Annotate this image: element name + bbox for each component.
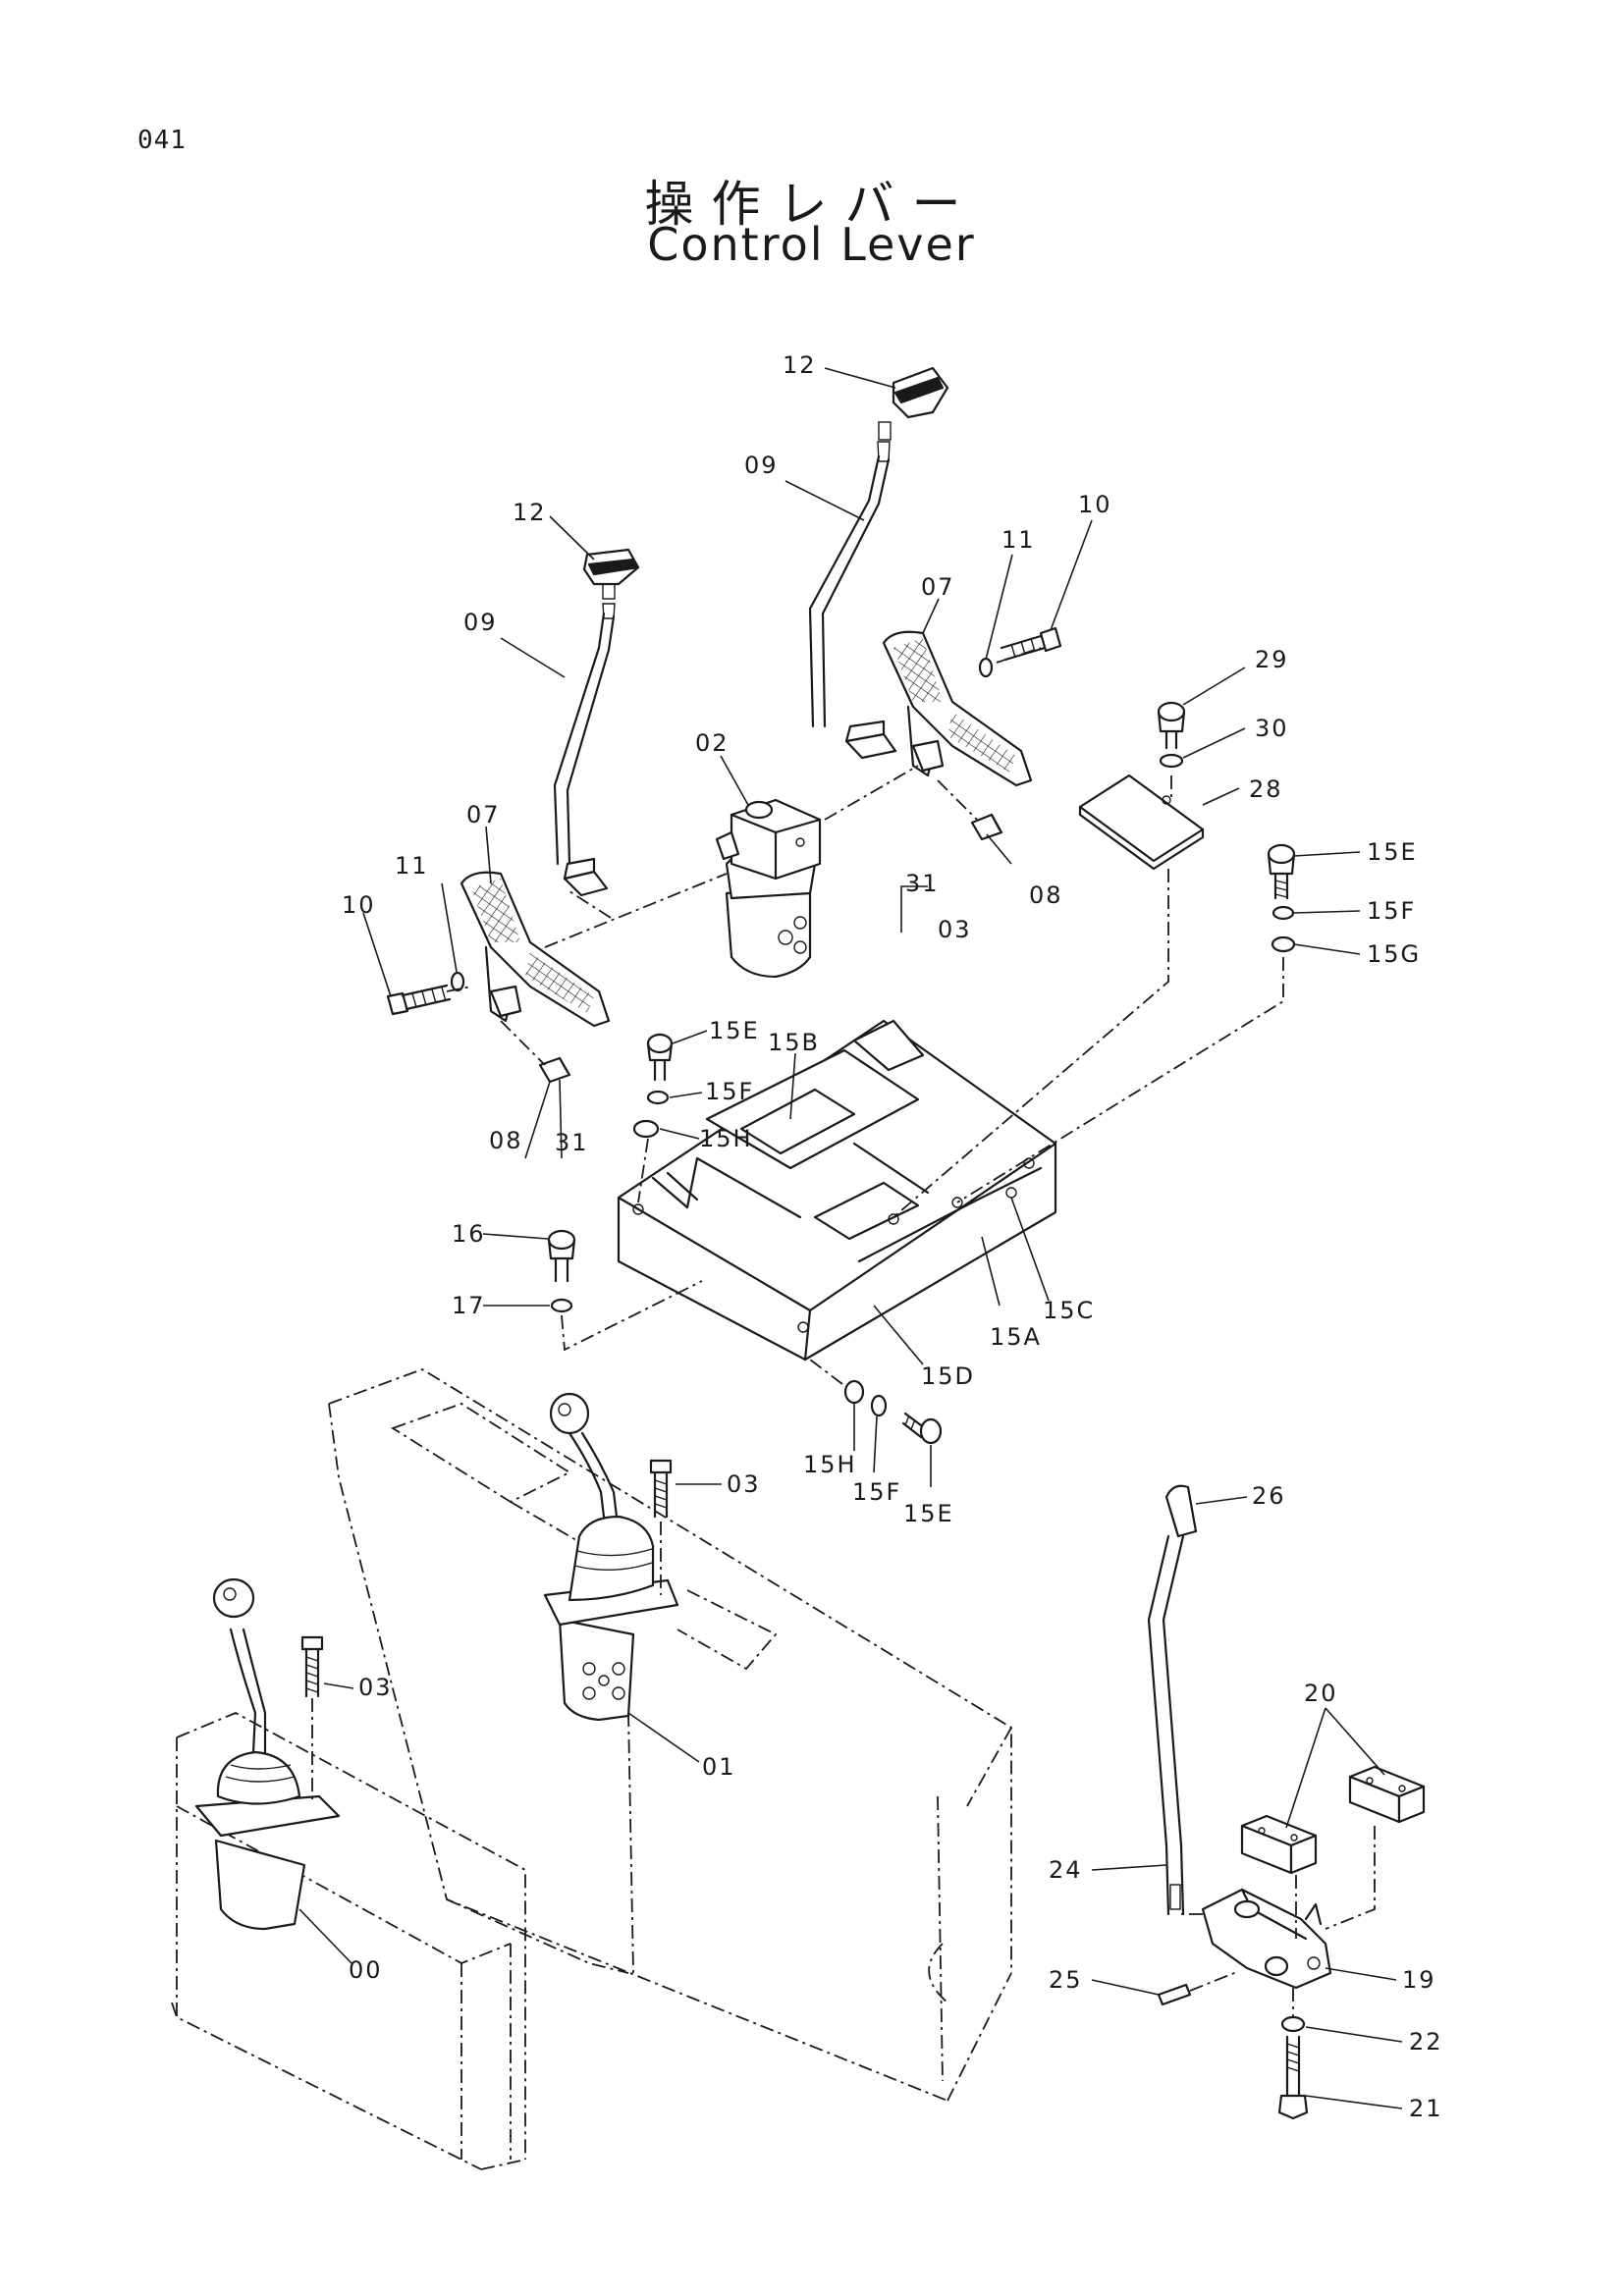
title-japanese: 操作レバー: [644, 176, 979, 233]
callout-15e: 15E: [1367, 838, 1418, 866]
callout-15d: 15D: [921, 1362, 975, 1390]
callout-15f: 15F: [1367, 897, 1416, 925]
callout-15a: 15A: [990, 1323, 1042, 1351]
callout-11: 11: [1001, 526, 1036, 554]
pin-25: [1157, 1983, 1192, 2006]
pedal-07-right: [882, 630, 1033, 787]
bolt-03-right: [649, 1459, 673, 1595]
bolt-03-left: [300, 1635, 324, 1801]
callout-15c: 15C: [1043, 1297, 1095, 1324]
right-pilot-valve-assembly: [543, 1392, 679, 1722]
cover-plate-28: [1078, 774, 1205, 871]
pedal-07-left: [460, 871, 611, 1028]
callout-00: 00: [349, 1956, 383, 1984]
bolt-10-right: [1000, 626, 1062, 662]
callout-03: 03: [727, 1470, 761, 1498]
bracket-19: [1201, 1888, 1332, 1990]
callout-12: 12: [783, 351, 817, 379]
washer-15f-upper-right: [1271, 905, 1295, 921]
bolt-29: [1157, 701, 1186, 750]
callout-24: 24: [1049, 1856, 1083, 1884]
callout-12: 12: [513, 499, 547, 526]
callout-31: 31: [905, 870, 940, 897]
bolt-15e-upper-left: [646, 1033, 674, 1082]
callout-15f: 15F: [705, 1078, 754, 1105]
washer-15h-upper-left: [632, 1119, 660, 1139]
callout-31: 31: [555, 1129, 589, 1156]
mounting-bracket-15a: [617, 1019, 1057, 1362]
washer-17: [550, 1298, 573, 1313]
washer-15h-lower: [843, 1379, 865, 1405]
bolt-10-left: [386, 984, 452, 1016]
knob-12-right: [878, 366, 949, 441]
title-english: Control Lever: [647, 218, 976, 271]
callout-17: 17: [452, 1292, 486, 1319]
callout-labels: 12 09 10 11 07 12 09 29 30 28 02 31 08 1…: [342, 351, 1443, 2122]
callout-08: 08: [489, 1127, 523, 1154]
callout-25: 25: [1049, 1966, 1083, 1994]
washer-15g-upper-right: [1271, 935, 1296, 953]
callout-16: 16: [452, 1220, 486, 1248]
callout-01: 01: [702, 1753, 736, 1781]
callout-30: 30: [1255, 715, 1289, 742]
callout-29: 29: [1255, 646, 1289, 673]
callout-11: 11: [395, 852, 429, 880]
leader-lines: [298, 367, 1403, 2109]
lever-09-left: [553, 603, 616, 897]
lever-09-right: [808, 441, 897, 760]
lever-24: [1147, 1534, 1185, 1916]
stopper-08-left: [538, 1056, 571, 1084]
grip-26: [1164, 1484, 1198, 1538]
callout-26: 26: [1252, 1482, 1286, 1510]
bolt-16: [547, 1229, 576, 1283]
callout-21: 21: [1409, 2095, 1443, 2122]
callout-15h: 15H: [803, 1451, 857, 1478]
stopper-08-right: [970, 813, 1003, 841]
callout-08: 08: [1029, 881, 1063, 909]
washer-15f-lower: [870, 1394, 888, 1417]
washer-11-right: [978, 657, 994, 678]
callout-09: 09: [744, 452, 779, 479]
callout-03: 03: [938, 916, 972, 943]
callout-22: 22: [1409, 2028, 1443, 2056]
callout-07: 07: [921, 573, 955, 601]
washer-30: [1159, 753, 1184, 769]
block-20-left: [1240, 1814, 1318, 1875]
callout-20: 20: [1304, 1680, 1338, 1707]
washer-22: [1280, 2015, 1306, 2033]
washer-11-left: [450, 971, 465, 992]
callout-07: 07: [466, 801, 501, 828]
washer-15f-upper-left: [646, 1090, 670, 1105]
callout-15e: 15E: [709, 1017, 760, 1044]
block-20-right: [1348, 1765, 1426, 1824]
callout-15h: 15H: [699, 1125, 753, 1152]
callout-15b: 15B: [768, 1029, 820, 1056]
pilot-valve-02: [715, 798, 822, 979]
callout-10: 10: [342, 891, 376, 919]
knob-12-left: [582, 548, 640, 600]
callout-15g: 15G: [1367, 940, 1421, 968]
left-pilot-valve-assembly: [194, 1577, 341, 1931]
assembly-lines: [446, 647, 1376, 2017]
callout-15f: 15F: [852, 1478, 901, 1506]
callout-09: 09: [463, 609, 498, 636]
bolt-15e-lower: [901, 1412, 943, 1445]
page-number: 041: [137, 126, 187, 155]
callout-03: 03: [358, 1674, 393, 1701]
callout-10: 10: [1078, 491, 1112, 518]
callout-02: 02: [695, 729, 730, 757]
right-console-housing: [328, 1368, 1012, 2102]
bolt-21: [1277, 2035, 1309, 2120]
callout-19: 19: [1402, 1966, 1436, 1994]
callout-28: 28: [1249, 775, 1283, 803]
left-console-housing: [171, 1712, 526, 2170]
callout-15e: 15E: [903, 1500, 954, 1527]
bolt-15e-upper-right: [1267, 843, 1296, 900]
